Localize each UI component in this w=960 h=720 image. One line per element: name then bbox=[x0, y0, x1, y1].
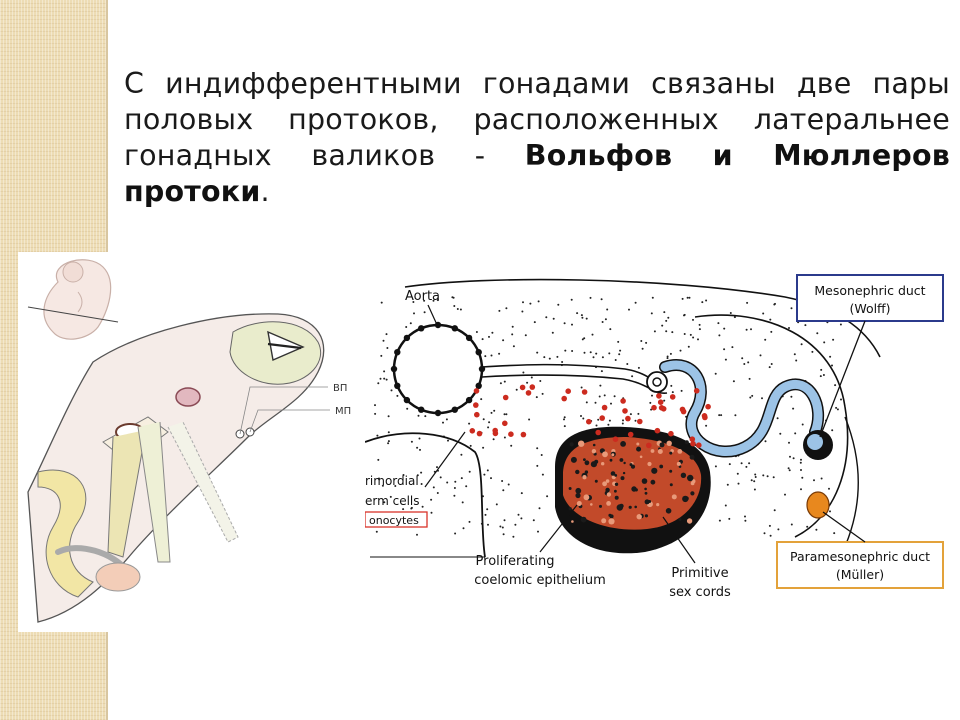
glomerulus-inner bbox=[652, 377, 662, 387]
primordial-label-line2: erm cells bbox=[365, 494, 420, 508]
gonad bbox=[555, 426, 711, 554]
mp-leader-line bbox=[249, 409, 330, 433]
primordial-leader bbox=[424, 431, 466, 488]
primordial-label-line1: rimordial bbox=[365, 474, 419, 488]
body-text-regular: С индифферентными гонадами связаны две п… bbox=[124, 67, 950, 172]
primordial-germ-cells bbox=[469, 384, 711, 449]
paramesonephric-label-line1: Paramesonephric duct bbox=[790, 549, 930, 564]
vp-label: ВП bbox=[333, 383, 347, 394]
mp-label: МП bbox=[335, 406, 351, 417]
mesonephric-label-box bbox=[796, 274, 944, 322]
body-text-bold: Вольфов и Мюллеров протоки bbox=[124, 139, 950, 208]
proliferating-leader bbox=[539, 504, 578, 553]
primordial-label-box bbox=[365, 511, 428, 528]
paramesonephric-leader bbox=[822, 511, 866, 543]
vp-leader-line bbox=[239, 386, 328, 435]
dorsal-contour bbox=[404, 278, 881, 358]
proliferating-label-line1: Proliferating bbox=[476, 554, 555, 569]
embryo-thumbnail bbox=[27, 259, 119, 340]
gonad-ducts-schematic: Aorta Mesonephric duct (Wolff) Parameson… bbox=[365, 267, 950, 607]
aorta bbox=[390, 321, 486, 417]
aorta-leader bbox=[427, 304, 439, 328]
paramesonephric-label-line2: (Müller) bbox=[836, 567, 884, 582]
proliferating-label-line2: coelomic epithelium bbox=[474, 573, 606, 588]
body-section bbox=[27, 313, 325, 623]
body-text-period: . bbox=[260, 175, 270, 208]
wolffian-duct bbox=[660, 360, 823, 456]
mesonephric-label-line2: (Wolff) bbox=[849, 301, 890, 316]
mesonephric-label-line1: Mesonephric duct bbox=[814, 283, 925, 298]
aorta-label: Aorta bbox=[405, 289, 440, 304]
primitive-label-line1: Primitive bbox=[671, 566, 728, 581]
primordial-label-line3: onocytes bbox=[369, 514, 419, 527]
embryo-section-illustration: ВП МП bbox=[18, 252, 363, 632]
wolffian-duct-lumen bbox=[807, 434, 823, 450]
paramesonephric-label-box bbox=[776, 541, 944, 589]
primitive-leader bbox=[662, 516, 696, 564]
mesonephric-leader bbox=[819, 320, 866, 438]
slide-body-text: С индифферентными гонадами связаны две п… bbox=[124, 66, 950, 210]
primitive-label-line2: sex cords bbox=[669, 585, 731, 600]
coelom-wall-left bbox=[365, 432, 486, 558]
mullerian-duct bbox=[806, 491, 830, 519]
